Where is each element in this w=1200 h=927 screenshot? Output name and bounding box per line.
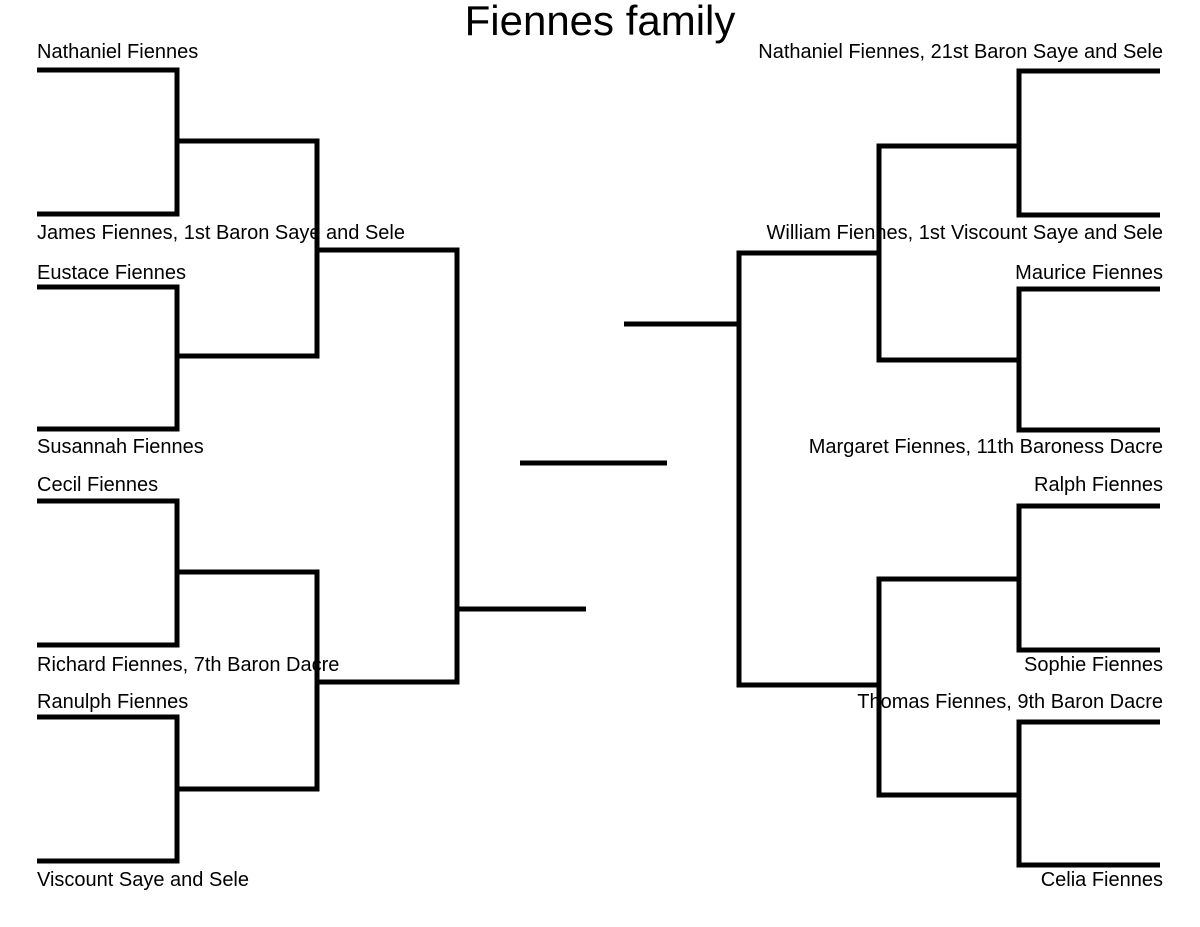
right-r1-bracket-1 — [1016, 68, 1160, 218]
left-r3-bracket — [317, 247, 460, 685]
diagram-title: Fiennes family — [464, 0, 736, 44]
left-name-6: Richard Fiennes, 7th Baron Dacre — [37, 654, 340, 676]
right-name-2: William Fiennes, 1st Viscount Saye and S… — [766, 222, 1164, 244]
left-r2-bracket-2 — [177, 569, 320, 792]
right-r3-bracket — [736, 250, 879, 688]
left-r1-bracket-4 — [37, 714, 180, 864]
right-r1-bracket-2 — [1016, 286, 1160, 433]
right-name-4: Margaret Fiennes, 11th Baroness Dacre — [808, 436, 1163, 458]
right-name-7: Thomas Fiennes, 9th Baron Dacre — [857, 691, 1163, 713]
left-name-4: Susannah Fiennes — [37, 436, 204, 458]
left-r2-bracket-1 — [177, 138, 320, 359]
left-name-1: Nathaniel Fiennes — [37, 41, 199, 63]
right-r1-bracket-4 — [1016, 719, 1160, 868]
left-r1-bracket-2 — [37, 284, 180, 432]
right-name-6: Sophie Fiennes — [1024, 654, 1163, 676]
left-name-2: James Fiennes, 1st Baron Saye and Sele — [37, 222, 405, 244]
left-name-3: Eustace Fiennes — [37, 262, 186, 284]
left-name-7: Ranulph Fiennes — [37, 691, 189, 713]
right-r2-bracket-1 — [876, 143, 1019, 363]
right-name-1: Nathaniel Fiennes, 21st Baron Saye and S… — [758, 41, 1163, 63]
left-r1-bracket-1 — [37, 67, 180, 217]
right-name-8: Celia Fiennes — [1040, 869, 1163, 891]
left-name-5: Cecil Fiennes — [37, 474, 159, 496]
right-name-5: Ralph Fiennes — [1034, 474, 1163, 496]
left-name-8: Viscount Saye and Sele — [37, 869, 250, 891]
right-r1-bracket-3 — [1016, 503, 1160, 653]
right-name-3: Maurice Fiennes — [1015, 262, 1163, 284]
right-r2-bracket-2 — [876, 576, 1019, 798]
left-r1-bracket-3 — [37, 498, 180, 648]
